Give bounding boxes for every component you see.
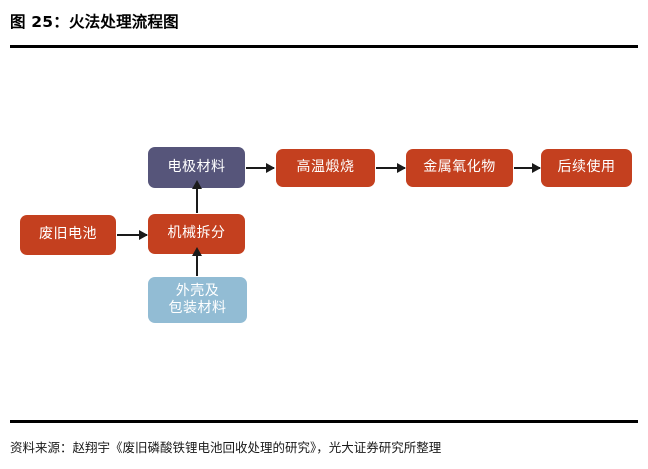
- flow-node-waike-baozhuang-cailiao: 外壳及 包装材料: [148, 277, 247, 323]
- arrow-right-icon-feijiu-to-jixie: [117, 230, 148, 240]
- arrow-up-icon-waike-to-jixie: [192, 247, 202, 276]
- figure-title: 图 25：火法处理流程图: [10, 13, 179, 31]
- arrow-right-icon-gaowen-to-jinshu: [376, 163, 406, 173]
- flow-node-feijiu-dianchi: 废旧电池: [20, 215, 116, 255]
- flow-node-gaowen-duanshao: 高温煅烧: [276, 149, 375, 187]
- arrow-up-icon-jixie-to-dianji: [192, 180, 202, 213]
- title-divider-rule: [10, 45, 638, 48]
- flow-node-jinshu-yanghuawu: 金属氧化物: [406, 149, 513, 187]
- arrow-right-icon-jinshu-to-houxu: [514, 163, 541, 173]
- flowchart-canvas: 电极材料 高温煅烧 金属氧化物 后续使用 废旧电池 机械拆分 外壳及 包装材料: [0, 50, 648, 418]
- footer-divider-rule: [10, 420, 638, 423]
- arrow-right-icon-dianji-to-gaowen: [246, 163, 275, 173]
- source-note: 资料来源：赵翔宇《废旧磷酸铁锂电池回收处理的研究》，光大证券研究所整理: [10, 440, 442, 455]
- flow-node-houxu-shiyong: 后续使用: [541, 149, 632, 187]
